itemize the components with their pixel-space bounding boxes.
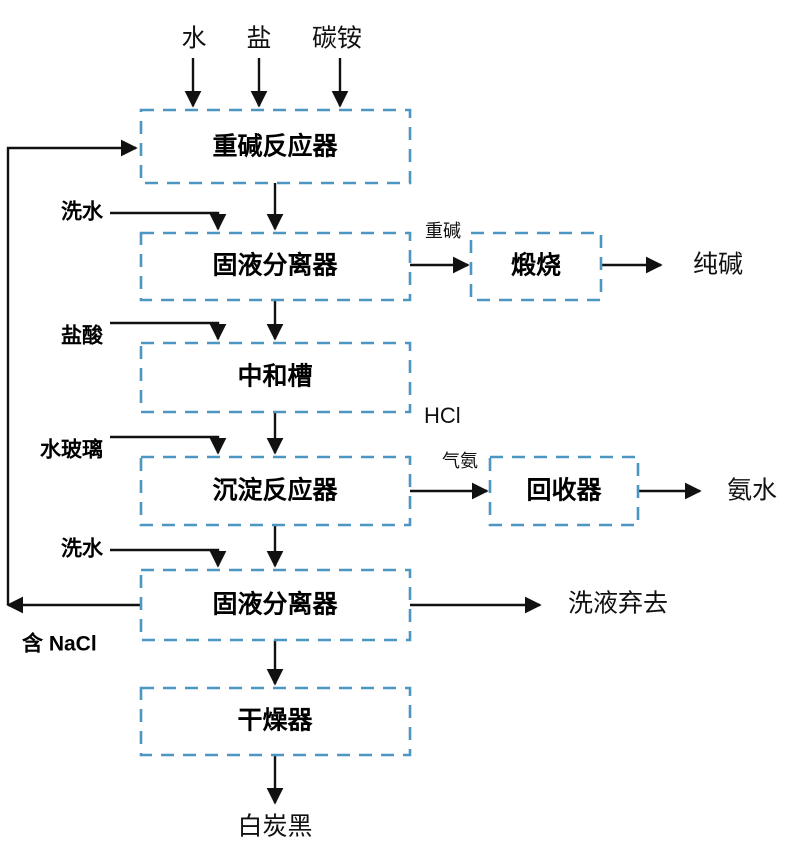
- inlet-line-hydrochloric-acid: [110, 321, 227, 341]
- box-label-bicarb-reactor: 重碱反应器: [212, 132, 338, 161]
- box-label-separator-1: 固液分离器: [212, 251, 338, 280]
- output-label-silica: 白炭黑: [237, 813, 312, 841]
- inlet-line-wash-water-2: [110, 548, 227, 568]
- recycle-line-to-reactor: [6, 139, 138, 605]
- box-precipitation-reactor[interactable]: [139, 455, 412, 527]
- note-hcl: HCl: [424, 403, 461, 428]
- output-label-ammonia-water: 氨水: [727, 477, 777, 505]
- box-calciner[interactable]: [469, 231, 603, 302]
- feed-label-salt: 盐: [246, 25, 271, 53]
- box-separator-2[interactable]: [139, 568, 412, 642]
- box-recovery-unit[interactable]: [488, 455, 640, 527]
- box-label-calciner: 煅烧: [511, 251, 561, 280]
- box-label-recovery-unit: 回收器: [526, 477, 602, 505]
- box-label-separator-2: 固液分离器: [212, 590, 338, 619]
- side-label-hydrochloric-acid: 盐酸: [61, 324, 104, 348]
- box-neutralizer[interactable]: [139, 341, 412, 414]
- feed-label-water: 水: [181, 25, 206, 53]
- stream-label-ammonia-gas: 气氨: [442, 451, 478, 471]
- box-dryer[interactable]: [139, 686, 412, 757]
- output-label-wash-liquid-discard: 洗液弃去: [568, 590, 668, 618]
- box-separator-1[interactable]: [139, 231, 412, 302]
- inlet-line-wash-water-1: [110, 211, 227, 231]
- box-label-dryer: 干燥器: [237, 707, 313, 735]
- side-label-water-glass: 水玻璃: [40, 438, 103, 462]
- side-label-wash-water-2: 洗水: [61, 538, 104, 561]
- inlet-line-water-glass: [110, 435, 227, 455]
- side-label-wash-water-1: 洗水: [61, 201, 104, 224]
- box-label-precipitation-reactor: 沉淀反应器: [212, 476, 338, 505]
- feed-label-ammonium-bicarbonate: 碳铵: [312, 25, 362, 53]
- box-bicarb-reactor[interactable]: [139, 108, 412, 185]
- output-label-soda-ash: 纯碱: [693, 251, 743, 279]
- stream-label-crude-bicarb: 重碱: [425, 221, 461, 241]
- note-nacl-recycle: 含 NaCl: [22, 632, 97, 656]
- box-label-neutralizer: 中和槽: [237, 362, 312, 391]
